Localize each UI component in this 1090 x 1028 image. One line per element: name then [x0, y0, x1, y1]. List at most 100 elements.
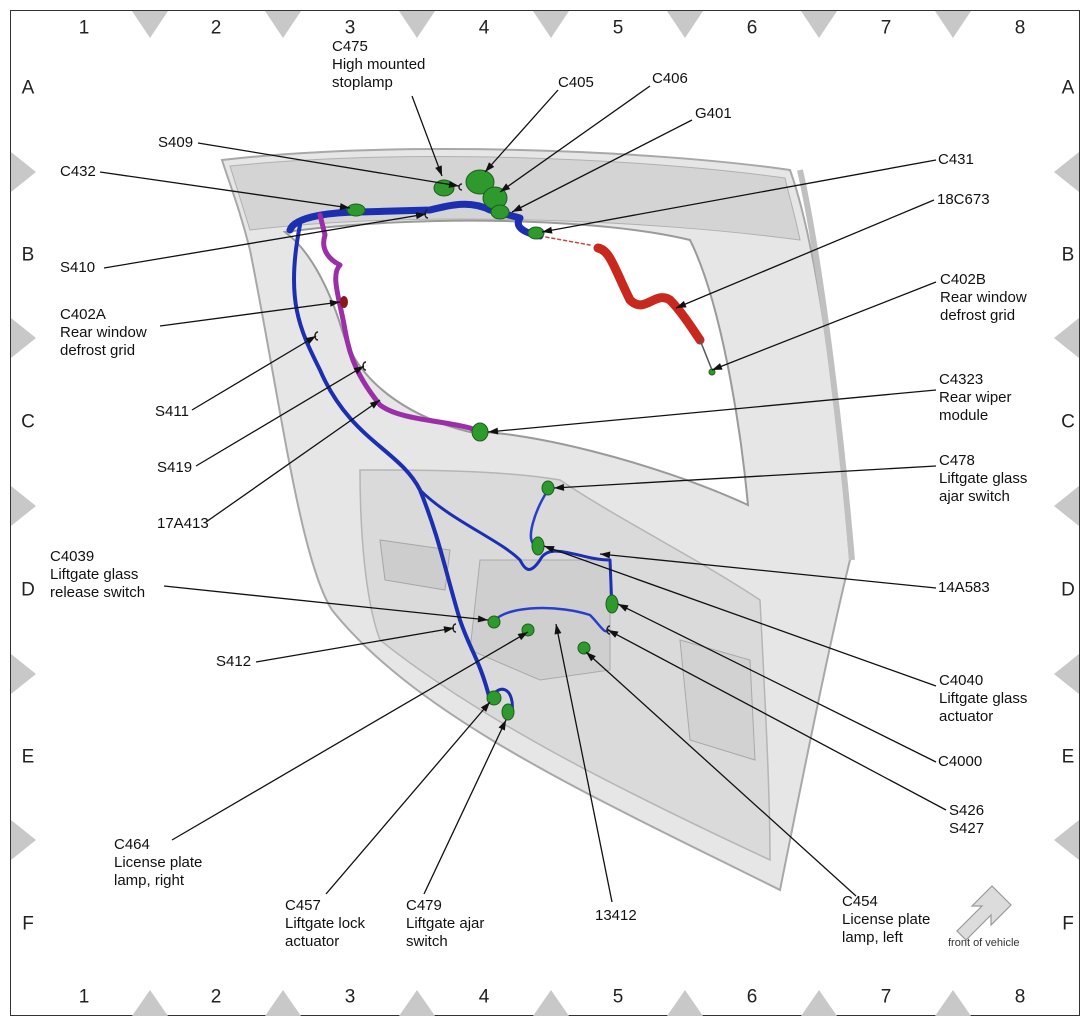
- leader-arrowhead-c432: [339, 203, 350, 211]
- grid-marker-top-3: [533, 11, 569, 38]
- grid-row-left-E: E: [21, 746, 35, 768]
- grid-row-left-C: C: [21, 411, 35, 433]
- label-s419: S419: [157, 459, 193, 476]
- grid-marker-right-4: [1054, 820, 1079, 860]
- grid-row-left-A: A: [21, 77, 35, 99]
- label-17a413: 17A413: [157, 515, 209, 532]
- leader-arrowhead-c464: [517, 632, 528, 641]
- grid-marker-left-1: [11, 318, 36, 358]
- grid-row-right-A: A: [1061, 77, 1075, 99]
- grid-marker-right-0: [1054, 152, 1079, 192]
- leader-arrowhead-c4000: [618, 604, 629, 612]
- connector-c454: [577, 641, 591, 655]
- leader-arrowhead-13412: [554, 624, 562, 635]
- grid-column-bottom-7: 7: [880, 986, 892, 1008]
- leader-arrowhead-s411: [305, 336, 316, 345]
- grid-marker-bottom-3: [533, 990, 569, 1016]
- connector-c432: [346, 203, 366, 217]
- grid-row-right-D: D: [1061, 579, 1075, 601]
- grid-marker-bottom-5: [801, 990, 837, 1016]
- leader-arrowhead-c475: [435, 165, 442, 176]
- label-14a583: 14A583: [938, 579, 990, 596]
- grid-column-bottom-5: 5: [612, 986, 624, 1008]
- connector-c479: [501, 703, 515, 721]
- grid-marker-top-0: [132, 11, 168, 38]
- label-c406: C406: [652, 70, 688, 87]
- leader-line-c432: [99, 171, 351, 209]
- leader-arrowhead-14a583: [600, 551, 611, 559]
- grid-marker-top-1: [265, 11, 301, 38]
- harness-thin-right: [699, 339, 713, 371]
- leader-arrowhead-c4323: [488, 427, 499, 435]
- label-c431: C431: [938, 151, 974, 168]
- harness-purple: [317, 212, 483, 435]
- label-g401: G401: [695, 105, 732, 122]
- leader-arrowhead-c402a: [329, 299, 340, 307]
- leader-arrowhead-c405: [485, 162, 495, 172]
- grid-marker-left-4: [11, 820, 36, 860]
- connector-c464: [486, 690, 502, 706]
- leader-line-c4323: [487, 389, 937, 433]
- leader-arrowhead-c406: [500, 183, 511, 192]
- grid-column-bottom-8: 8: [1014, 986, 1026, 1008]
- grid-marker-bottom-1: [265, 990, 301, 1016]
- connector-c4039: [487, 615, 501, 629]
- leader-arrowhead-c431: [542, 226, 553, 234]
- grid-row-right-F: F: [1062, 913, 1074, 935]
- leader-arrowhead-s419: [353, 366, 364, 375]
- grid-marker-right-1: [1054, 318, 1079, 358]
- grid-marker-left-0: [11, 152, 36, 192]
- label-18c673: 18C673: [937, 191, 990, 208]
- grid-column-top-6: 6: [746, 17, 758, 39]
- leader-line-c479: [423, 719, 507, 895]
- grid-marker-top-4: [667, 11, 703, 38]
- leader-arrowhead-c478: [554, 483, 565, 491]
- leader-line-c402b: [711, 281, 937, 371]
- leader-arrowhead-18c673: [676, 300, 687, 308]
- harness-thin-top: [539, 235, 591, 246]
- grid-column-bottom-1: 1: [78, 986, 90, 1008]
- leader-arrowhead-c457: [480, 702, 490, 712]
- leader-line-14a583: [599, 553, 937, 589]
- grid-row-left-B: B: [21, 244, 35, 266]
- leader-line-c405: [484, 89, 559, 173]
- grid-column-bottom-4: 4: [478, 986, 490, 1008]
- connector-c478: [541, 480, 555, 496]
- label-s411: S411: [155, 403, 189, 420]
- grid-column-top-4: 4: [478, 17, 490, 39]
- leader-arrowhead-17a413: [369, 400, 380, 409]
- leader-line-c406: [499, 85, 651, 193]
- label-s410: S410: [60, 259, 96, 276]
- harness-red: [593, 243, 705, 345]
- leader-arrowhead-s410: [415, 212, 426, 220]
- leader-arrowhead-c454: [586, 652, 596, 662]
- grid-column-top-3: 3: [344, 17, 356, 39]
- leader-line-s412: [255, 627, 455, 663]
- grid-column-top-8: 8: [1014, 17, 1026, 39]
- leader-line-18c673: [675, 199, 935, 309]
- label-s409: S409: [158, 134, 194, 151]
- leader-line-s426: [607, 629, 947, 811]
- leader-line-s411: [191, 335, 317, 411]
- leader-line-c402a: [159, 301, 341, 327]
- leader-line-17a413: [205, 399, 381, 523]
- liftgate-body: [220, 148, 855, 892]
- wiring-harnesses: [286, 200, 713, 714]
- label-c4000: C4000: [938, 753, 983, 770]
- grid-marker-top-5: [801, 11, 837, 38]
- leader-line-c454: [585, 651, 857, 897]
- leader-arrowhead-c402b: [712, 363, 723, 370]
- grid-marker-bottom-6: [935, 990, 971, 1016]
- grid-marker-left-2: [11, 486, 36, 526]
